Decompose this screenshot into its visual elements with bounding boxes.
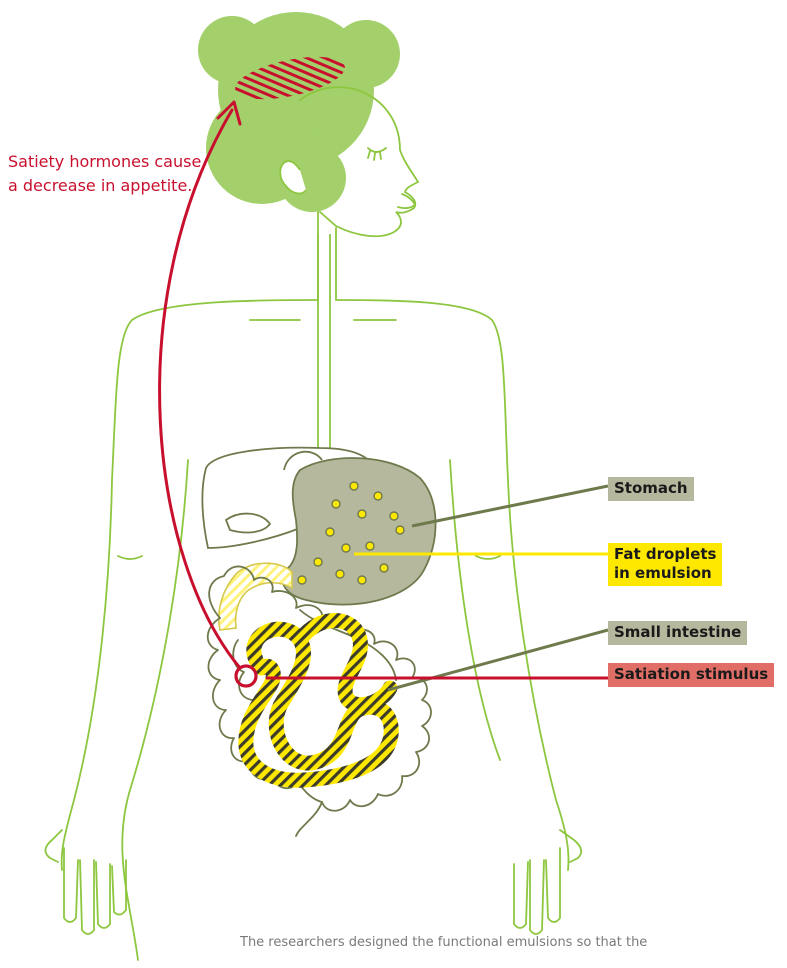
duodenum	[219, 563, 292, 630]
fat-droplet	[342, 544, 350, 552]
fat-droplet	[358, 576, 366, 584]
fat-droplets-label: Fat droplets in emulsion	[608, 543, 722, 586]
fat-droplet	[396, 526, 404, 534]
esophagus	[318, 234, 330, 450]
fat-droplet	[350, 482, 358, 490]
fat-droplet	[358, 510, 366, 518]
caption-text: The researchers designed the functional …	[240, 935, 780, 950]
fat-droplet	[336, 570, 344, 578]
fat-droplet	[374, 492, 382, 500]
fat-droplet	[332, 500, 340, 508]
small-intestine-label: Small intestine	[608, 621, 747, 645]
fat-droplet	[380, 564, 388, 572]
fat-droplet	[326, 528, 334, 536]
fat-droplet	[298, 576, 306, 584]
satiety-hormones-note: Satiety hormones cause a decrease in app…	[8, 150, 208, 198]
fat-droplet	[366, 542, 374, 550]
small-intestine-leader-line	[388, 630, 608, 690]
fat-droplet	[390, 512, 398, 520]
large-intestine	[208, 566, 431, 836]
fat-droplet	[314, 558, 322, 566]
stomach-label: Stomach	[608, 477, 694, 501]
satiation-stimulus-label: Satiation stimulus	[608, 663, 774, 687]
